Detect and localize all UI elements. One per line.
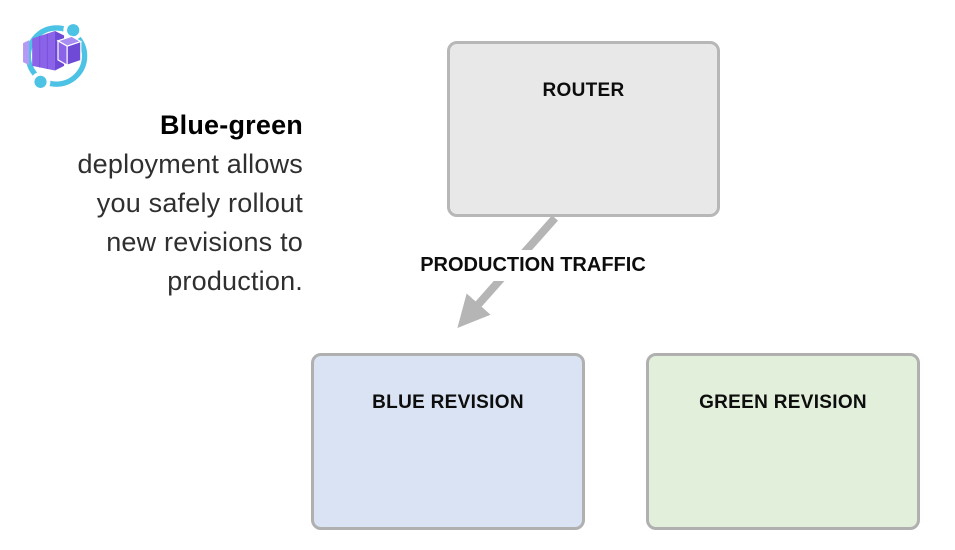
intro-line: new revisions to: [106, 227, 303, 257]
intro-line: production.: [167, 266, 303, 296]
azure-container-apps-logo: [20, 13, 96, 93]
blue-revision-label: BLUE REVISION: [372, 392, 524, 413]
blue-revision-node: BLUE REVISION: [311, 353, 585, 530]
intro-line: deployment allows: [77, 149, 303, 179]
orbit-dot: [34, 75, 47, 88]
green-revision-label: GREEN REVISION: [699, 392, 867, 413]
production-traffic-label: PRODUCTION TRAFFIC: [409, 250, 657, 281]
router-node: ROUTER: [447, 41, 720, 217]
intro-line: you safely rollout: [96, 188, 303, 218]
intro-bold-line: Blue-green: [159, 110, 303, 140]
router-label: ROUTER: [542, 80, 625, 101]
green-revision-node: GREEN REVISION: [646, 353, 920, 530]
container-front: [32, 30, 55, 71]
intro-text: Blue-green deployment allows you safely …: [40, 106, 303, 301]
orbit-dot: [67, 24, 80, 37]
container-slab: [23, 40, 30, 66]
container-apps-icon: [23, 20, 88, 92]
front-cube: [56, 35, 83, 67]
